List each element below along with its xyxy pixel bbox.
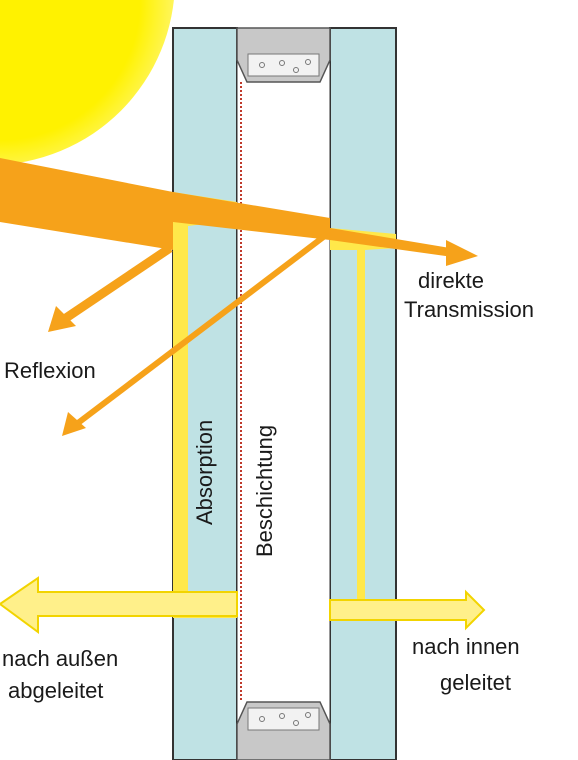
- label-abgeleitet: abgeleitet: [8, 678, 103, 703]
- direct-transmission-arrow: [330, 228, 478, 266]
- incoming-sunbeam: [0, 158, 173, 250]
- label-reflexion: Reflexion: [4, 358, 96, 383]
- heat-outward-arrow: [0, 576, 238, 634]
- heat-inward-arrow: [329, 589, 486, 631]
- gas-cavity: [236, 27, 331, 760]
- label-geleitet: geleitet: [440, 670, 511, 695]
- label-nach-aussen: nach außen: [2, 646, 118, 671]
- bottom-spacer: [236, 701, 331, 760]
- sun: [0, 0, 174, 165]
- label-nach-innen: nach innen: [412, 634, 520, 659]
- label-direkte: direkte: [418, 268, 484, 293]
- absorbed-energy: [173, 192, 396, 618]
- label-absorption: Absorption: [192, 420, 217, 525]
- top-spacer: [236, 27, 331, 83]
- reflection-arrow-2: [62, 229, 332, 436]
- label-transmission: Transmission: [404, 297, 534, 322]
- reflection-arrow-1: [48, 244, 173, 332]
- transmitted-beam-cavity: [173, 192, 330, 240]
- label-beschichtung: Beschichtung: [252, 425, 277, 557]
